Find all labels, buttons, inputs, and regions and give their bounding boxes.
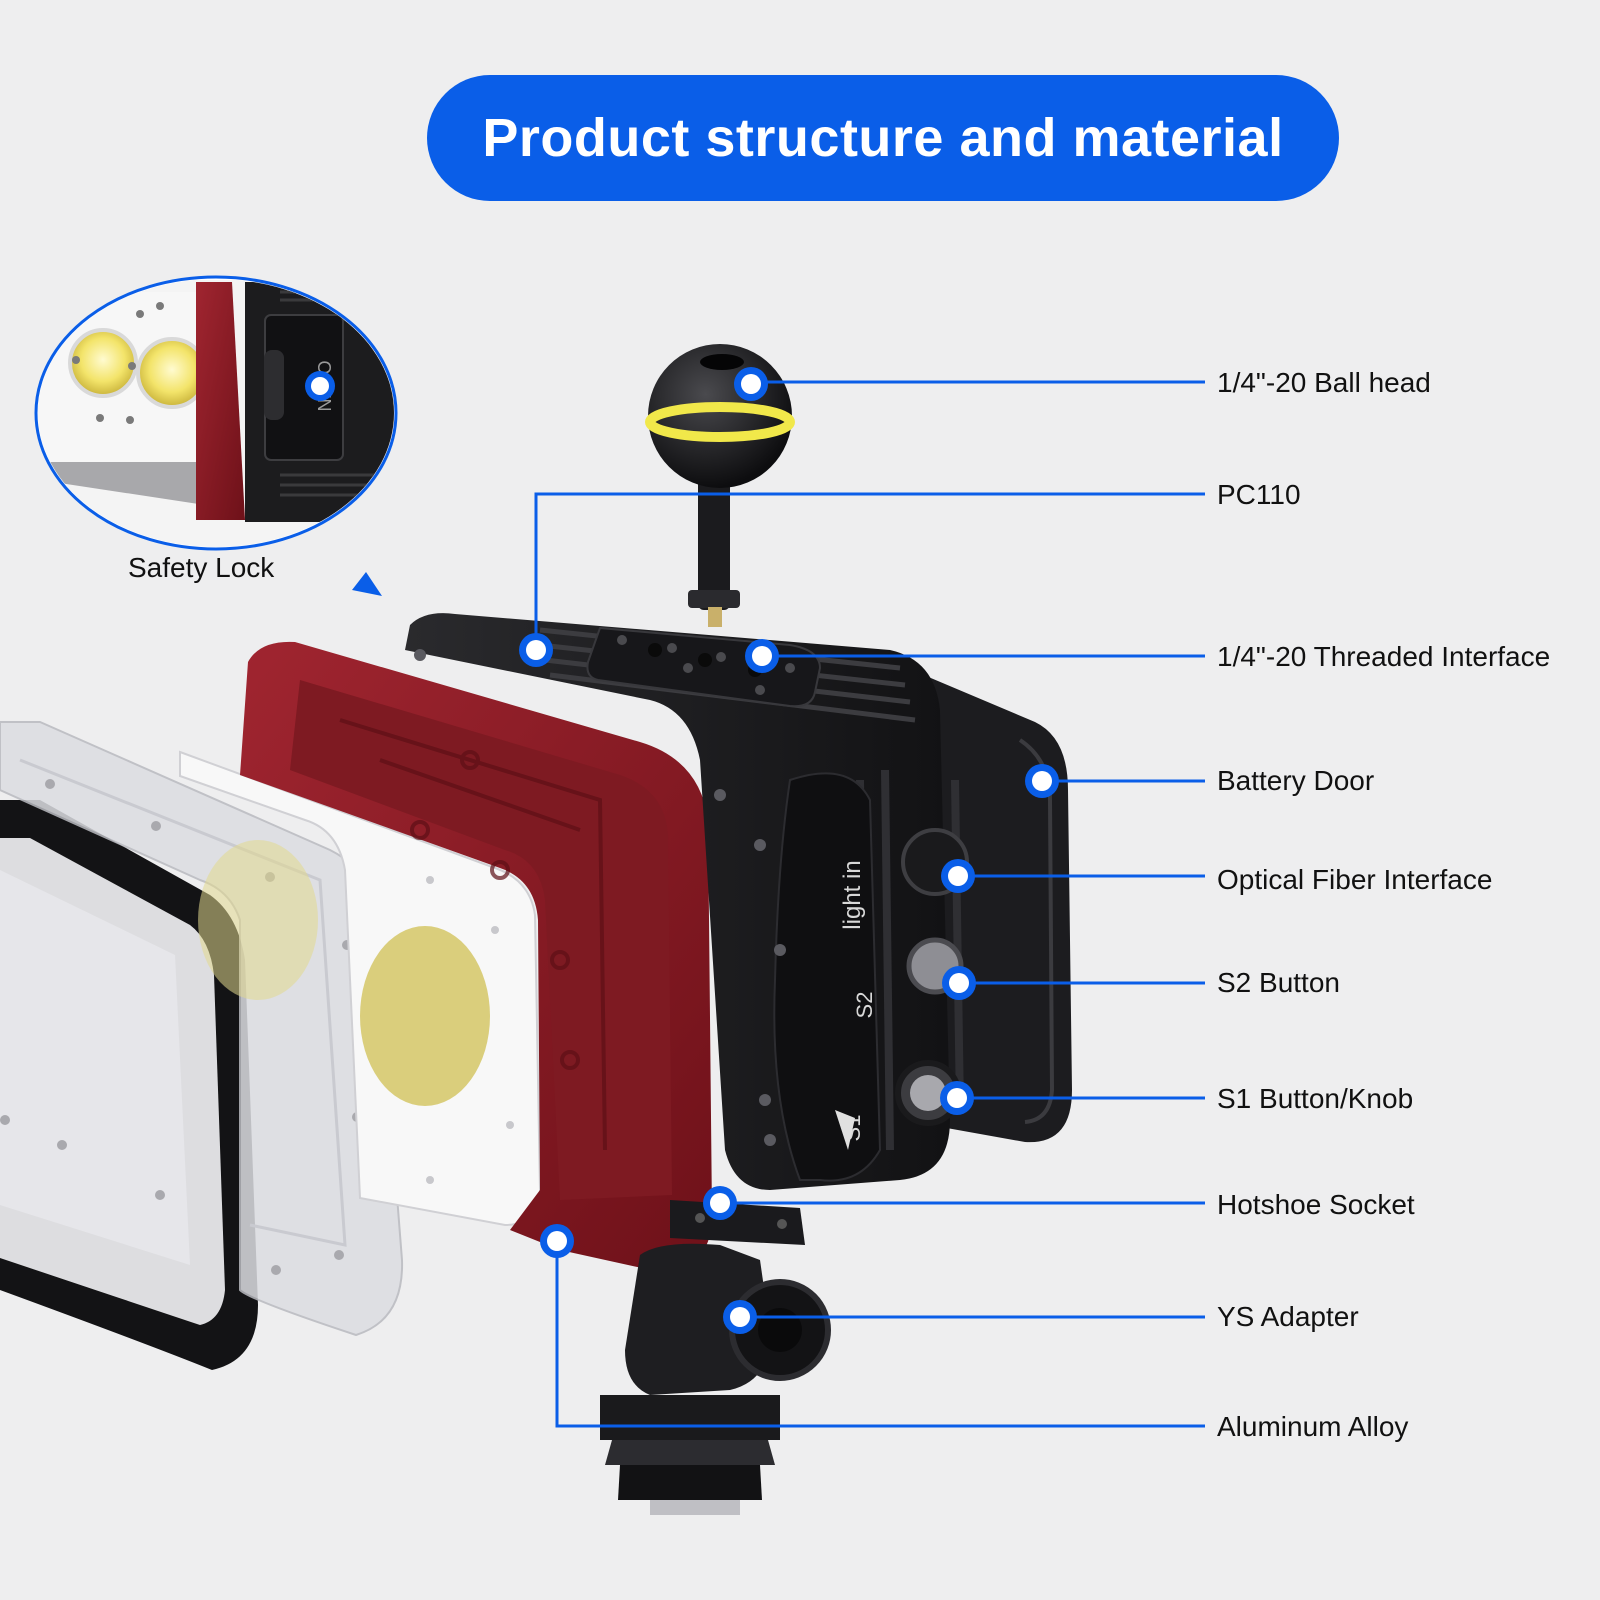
label-battery-door: Battery Door	[1217, 765, 1375, 796]
label-s2-button: S2 Button	[1217, 967, 1340, 998]
marker-ys-adapter	[723, 1300, 757, 1334]
callout-markers	[519, 367, 1059, 1334]
label-ball-head: 1/4"-20 Ball head	[1217, 367, 1431, 398]
mount-assembly	[600, 1200, 831, 1515]
title-banner: Product structure and material	[427, 75, 1339, 201]
reflector-plate	[179, 750, 542, 1227]
marker-threaded-interface	[745, 639, 779, 673]
marker-hotshoe	[703, 1186, 737, 1220]
safety-lock-caption: Safety Lock	[128, 552, 275, 583]
label-threaded-interface: 1/4"-20 Threaded Interface	[1217, 641, 1551, 672]
pointer-triangle-icon	[352, 572, 382, 596]
marker-battery-door	[1025, 764, 1059, 798]
s2-label: S2	[852, 992, 877, 1019]
label-s1-button-knob: S1 Button/Knob	[1217, 1083, 1414, 1114]
light-in-label: light in	[839, 860, 866, 929]
marker-optical-fiber	[941, 859, 975, 893]
label-hotshoe-socket: Hotshoe Socket	[1217, 1189, 1415, 1220]
page-title: Product structure and material	[482, 108, 1284, 168]
callout-lines	[534, 380, 1205, 1428]
label-ys-adapter: YS Adapter	[1217, 1301, 1359, 1332]
safety-lock-inset: OPEN	[34, 275, 398, 551]
red-front-frame	[240, 641, 712, 1272]
label-aluminum-alloy: Aluminum Alloy	[1217, 1411, 1409, 1442]
marker-s1-button	[940, 1081, 974, 1115]
label-optical-fiber-interface: Optical Fiber Interface	[1217, 864, 1493, 895]
front-bezel	[0, 800, 258, 1370]
marker-pc110	[519, 633, 553, 667]
ball-head-assembly	[645, 344, 795, 627]
marker-aluminum-alloy	[540, 1224, 574, 1258]
marker-ball-head	[734, 367, 768, 401]
label-pc110: PC110	[1217, 479, 1301, 510]
marker-s2-button	[942, 966, 976, 1000]
